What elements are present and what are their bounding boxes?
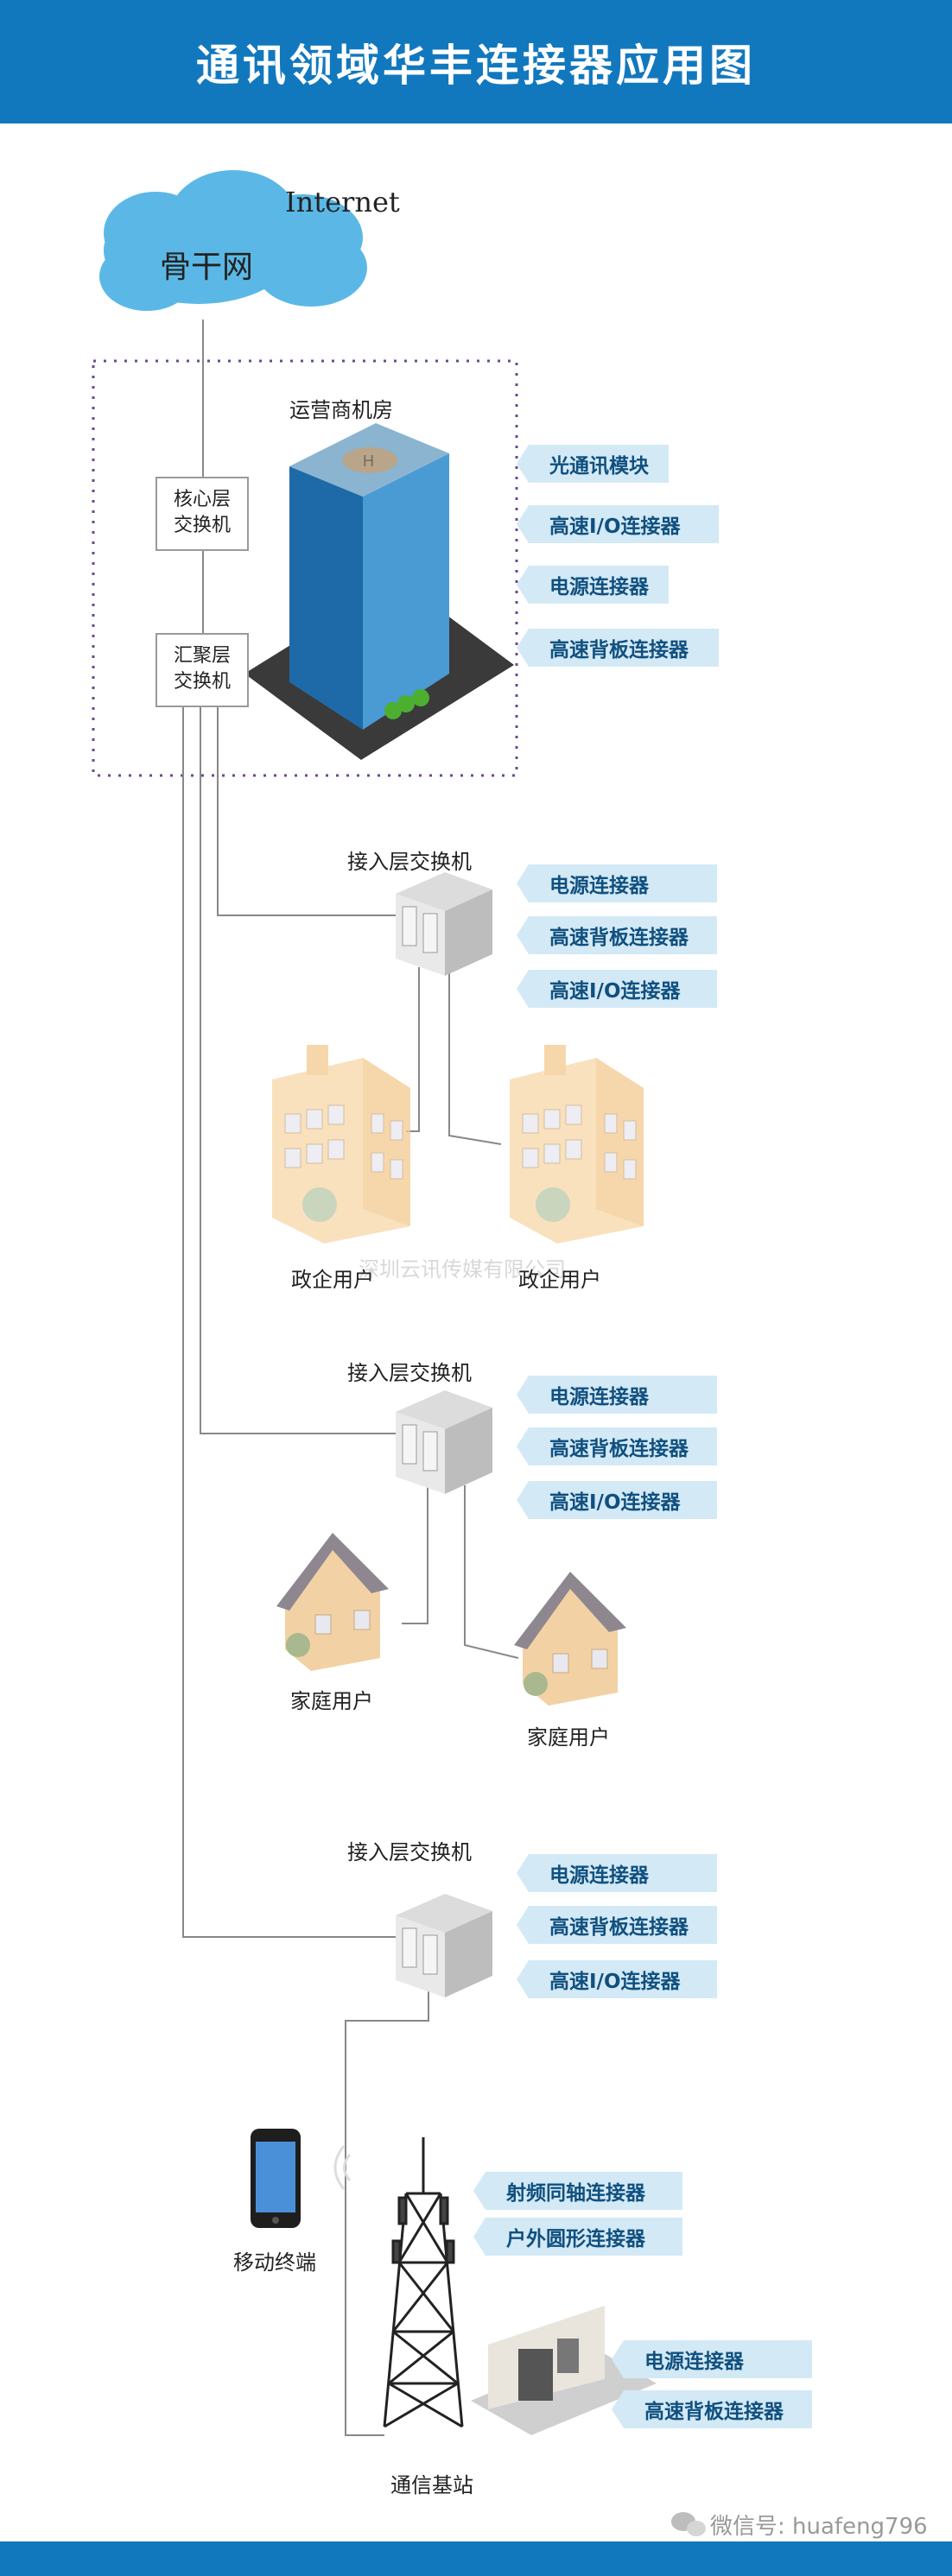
cloud-icon — [99, 170, 367, 311]
access3-tag-power: 电源连接器 — [517, 1854, 717, 1892]
house-icon-left — [276, 1533, 389, 1671]
access-switch-label-3: 接入层交换机 — [347, 1840, 472, 1864]
wechat-icon — [671, 2512, 706, 2536]
cabinet-tag-power: 电源连接器 — [612, 2340, 812, 2378]
cabinet-icon-3 — [396, 1894, 492, 1997]
signal-icon — [333, 2145, 352, 2190]
internet-label: Internet — [285, 186, 400, 218]
home-user-label-left: 家庭用户 — [290, 1689, 373, 1713]
access-switch-label-1: 接入层交换机 — [347, 850, 472, 874]
page-title: 通讯领域华丰连接器应用图 — [196, 40, 756, 91]
office-building-icon-left — [272, 1045, 410, 1244]
access1-tag-backplane: 高速背板连接器 — [517, 916, 717, 954]
gov-user-label-left: 政企用户 — [291, 1268, 374, 1292]
dc-tag-high-speed-io: 高速I/O连接器 — [517, 505, 719, 543]
access3-tag-high-speed-io: 高速I/O连接器 — [517, 1960, 717, 1998]
wechat-id: 微信号: huafeng796 — [710, 2514, 928, 2540]
access1-tag-power: 电源连接器 — [517, 864, 717, 902]
cabinet-icon-2 — [396, 1390, 492, 1494]
dc-tag-optical-module: 光通讯模块 — [517, 445, 669, 483]
access1-tag-high-speed-io: 高速I/O连接器 — [517, 970, 717, 1008]
tower-tag-rf-coax: 射频同轴连接器 — [473, 2172, 682, 2210]
mobile-terminal-label: 移动终端 — [233, 2250, 316, 2275]
svg-text:H: H — [363, 453, 374, 470]
access2-tag-backplane: 高速背板连接器 — [517, 1427, 717, 1465]
core-switch: 核心层 交换机 — [155, 477, 249, 551]
gov-user-label-right: 政企用户 — [518, 1268, 601, 1292]
access2-tag-high-speed-io: 高速I/O连接器 — [517, 1481, 717, 1519]
access-switch-label-2: 接入层交换机 — [347, 1361, 472, 1385]
tower-tag-outdoor-circular: 户外圆形连接器 — [473, 2218, 682, 2256]
tower-icon — [383, 2137, 464, 2428]
datacenter-frame — [92, 359, 518, 777]
watermark-text: 深圳云讯传媒有限公司 — [359, 1257, 566, 1282]
home-user-label-right: 家庭用户 — [527, 1725, 610, 1750]
backbone-label: 骨干网 — [160, 250, 254, 285]
dc-tag-backplane: 高速背板连接器 — [517, 629, 719, 667]
house-icon-right — [514, 1572, 626, 1706]
smartphone-icon — [251, 2129, 301, 2228]
outdoor-cabinet-icon — [471, 2306, 657, 2435]
datacenter-label: 运营商机房 — [289, 398, 393, 422]
access2-tag-power: 电源连接器 — [517, 1376, 717, 1414]
office-building-icon-right — [510, 1045, 644, 1244]
base-station-label: 通信基站 — [390, 2473, 473, 2497]
footer-bar — [0, 2541, 952, 2576]
cabinet-tag-backplane: 高速背板连接器 — [612, 2390, 812, 2428]
cabinet-icon-1 — [396, 872, 492, 976]
access3-tag-backplane: 高速背板连接器 — [517, 1906, 717, 1944]
dc-tag-power-connector: 电源连接器 — [517, 566, 669, 604]
building-icon: H — [244, 423, 514, 760]
title-bar: 通讯领域华丰连接器应用图 — [0, 0, 952, 123]
aggregation-switch: 汇聚层 交换机 — [155, 633, 249, 707]
